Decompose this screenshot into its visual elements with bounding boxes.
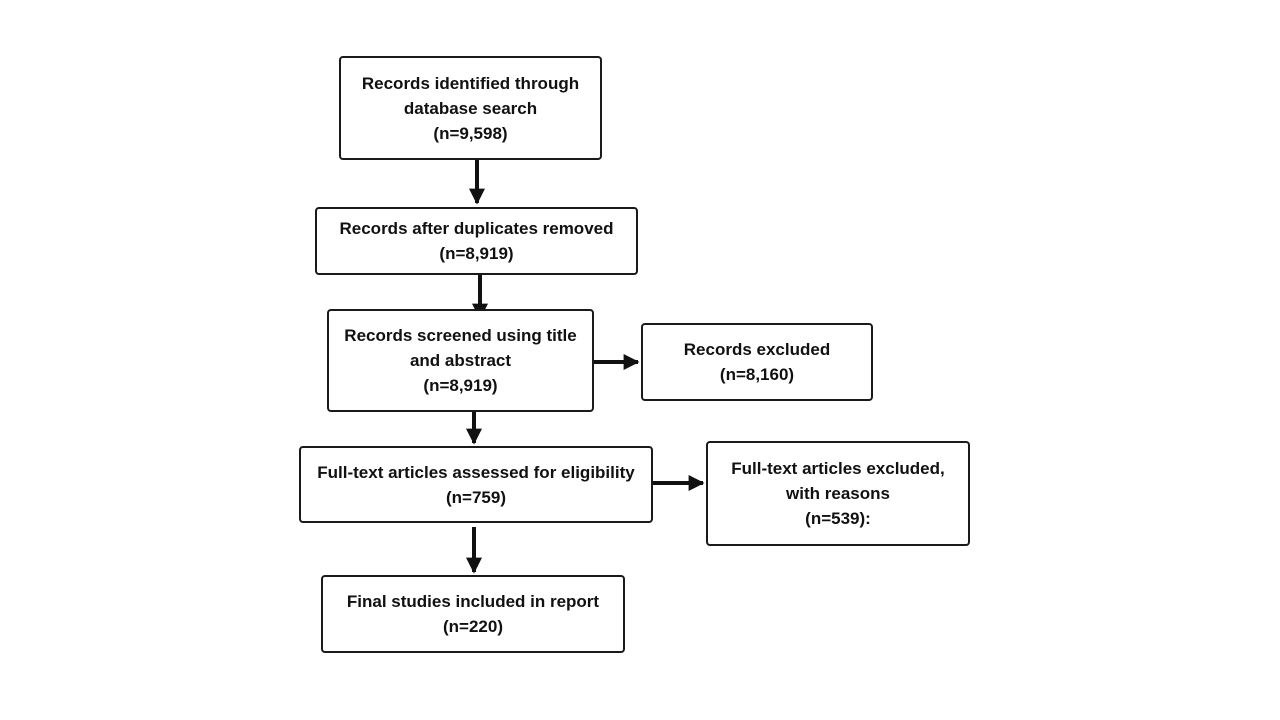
node-fulltext-excluded-line-1: Full-text articles excluded, (731, 459, 945, 478)
node-records-excluded-line-1: Records excluded (683, 340, 831, 359)
node-final-included-count: (n=220) (443, 617, 503, 636)
node-records-screened-line-1: Records screened using title (344, 326, 577, 345)
node-records-identified-line-1: Records identified through (361, 73, 580, 93)
node-records-excluded-count: (n=8,160) (719, 365, 795, 384)
node-records-excluded: Records excluded (n=8,160) (641, 323, 873, 401)
node-records-screened-count: (n=8,919) (423, 376, 498, 395)
node-fulltext-assessed-line-1: Full-text articles assessed for eligibil… (317, 462, 635, 482)
node-records-identified-line-2: database search (403, 98, 538, 118)
node-final-included-line-1: Final studies included in report (346, 592, 600, 611)
node-records-identified-count: (n=9,598) (433, 123, 508, 143)
node-fulltext-assessed-count: (n=759) (446, 487, 506, 507)
node-fulltext-excluded-line-2: with reasons (786, 484, 890, 503)
node-records-deduplicated-count: (n=8,919) (439, 244, 514, 263)
node-records-screened-line-2: and abstract (409, 351, 512, 370)
node-records-identified: Records identified through database sear… (339, 56, 602, 160)
node-fulltext-excluded: Full-text articles excluded, with reason… (706, 441, 970, 546)
node-records-deduplicated-line-1: Records after duplicates removed (339, 219, 614, 238)
node-fulltext-excluded-count: (n=539): (805, 509, 871, 528)
node-records-screened: Records screened using title and abstrac… (327, 309, 594, 412)
node-records-deduplicated: Records after duplicates removed (n=8,91… (315, 207, 638, 275)
node-final-included: Final studies included in report (n=220) (321, 575, 625, 653)
node-fulltext-assessed: Full-text articles assessed for eligibil… (299, 446, 653, 523)
